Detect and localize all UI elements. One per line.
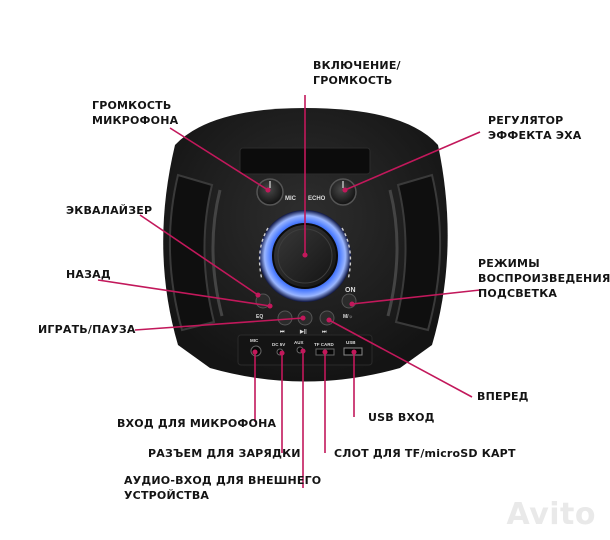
label-card-slot: СЛОТ ДЛЯ TF/microSD КАРТ — [334, 447, 516, 460]
arrow-left-icon — [258, 227, 269, 281]
dc-text: DC 5V — [272, 342, 285, 347]
play-text: ▶|| — [299, 329, 307, 335]
label-modes: РЕЖИМЫ ВОСПРОИЗВЕДЕНИЯ/ ПОДСВЕТКА — [478, 257, 610, 300]
mic-text: MIC — [285, 196, 297, 202]
eq-text: EQ — [256, 314, 263, 320]
pointer-back — [97, 279, 273, 309]
label-charging: РАЗЪЕМ ДЛЯ ЗАРЯДКИ — [148, 447, 301, 460]
label-equalizer: ЭКВАЛАЙЗЕР — [66, 204, 153, 217]
label-forward: ВПЕРЕД — [477, 390, 529, 403]
label-usb-input: USB ВХОД — [368, 411, 435, 424]
next-text: ⏭ — [322, 329, 327, 335]
pointer-mic-volume — [169, 127, 271, 193]
label-mic-volume: ГРОМКОСТЬ МИКРОФОНА — [92, 99, 179, 127]
panel-text: MIC ECHO ON EQ M/☼ ⏮ ▶|| ⏭ MIC DC 5V AUX… — [250, 196, 356, 347]
label-play-pause: ИГРАТЬ/ПАУЗА — [38, 323, 136, 336]
label-mic-input: ВХОД ДЛЯ МИКРОФОНА — [117, 417, 277, 430]
label-power-volume: ВКЛЮЧЕНИЕ/ ГРОМКОСТЬ — [313, 59, 401, 87]
label-echo-regulator: РЕГУЛЯТОР ЭФФЕКТА ЭХА — [488, 114, 582, 142]
arrow-right-icon — [341, 227, 352, 281]
label-aux-input: АУДИО-ВХОД ДЛЯ ВНЕШНЕГО УСТРОЙСТВА — [124, 474, 322, 502]
mic-port-text: MIC — [250, 338, 259, 343]
usb-text: USB — [346, 340, 356, 345]
pointer-modes — [349, 289, 481, 307]
prev-text: ⏮ — [280, 329, 285, 335]
aux-text: AUX — [294, 340, 304, 345]
mic-knob-icon — [256, 178, 284, 206]
tf-text: TF CARD — [314, 342, 334, 347]
pointer-lines — [97, 95, 481, 488]
avito-watermark: Avito — [506, 497, 596, 532]
pointer-play — [134, 315, 306, 331]
pointer-equalizer — [139, 214, 261, 298]
pointer-forward — [326, 317, 473, 398]
label-back: НАЗАД — [66, 268, 111, 281]
echo-text: ECHO — [308, 196, 326, 202]
echo-knob-icon — [329, 178, 357, 206]
pointer-echo — [342, 131, 481, 193]
on-text: ON — [345, 287, 356, 294]
mode-text: M/☼ — [343, 314, 353, 320]
